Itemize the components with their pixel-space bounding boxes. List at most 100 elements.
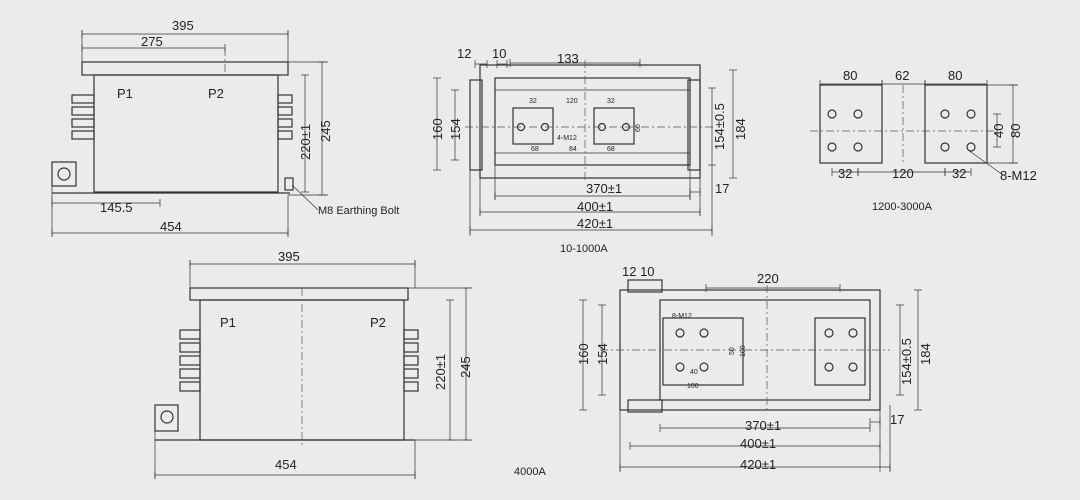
dim-12: 12 <box>457 46 471 61</box>
bolt-hole <box>940 109 950 119</box>
terminal-plate <box>819 84 883 164</box>
label-earthing-bolt: M8 Earthing Bolt <box>318 205 399 217</box>
dim-154-tol: 154±0.5 <box>712 103 727 150</box>
earth-bolt <box>160 410 174 424</box>
dim-80c: 80 <box>1008 124 1023 138</box>
insulator-rib <box>403 381 419 392</box>
insulator-rib <box>71 106 95 116</box>
terminal-plate <box>662 317 744 386</box>
bolt-hole <box>853 142 863 152</box>
thread-label: 4-M12 <box>557 135 577 142</box>
inner-frame <box>494 77 691 166</box>
dim-120: 120 <box>892 166 914 181</box>
dim-120: 120 <box>566 98 578 105</box>
bolt-hole <box>827 142 837 152</box>
insulator-rib <box>277 106 293 116</box>
dim-40: 40 <box>991 124 1006 138</box>
dim-84: 84 <box>569 146 577 153</box>
terminal-plate <box>814 317 866 386</box>
bolt-hole <box>966 142 976 152</box>
insulator-rib <box>277 118 293 128</box>
terminal-plate <box>512 107 554 145</box>
dim-370: 370±1 <box>745 418 781 433</box>
caption: 1200-3000A <box>872 201 933 213</box>
insulator-rib <box>403 368 419 379</box>
dim-154: 154 <box>448 118 463 140</box>
drawing-lines <box>51 30 1018 479</box>
insulator-rib <box>403 342 419 353</box>
terminal-plate <box>924 84 988 164</box>
dim-width-p2: 275 <box>141 34 163 49</box>
terminal-view-1200-3000a: 80 62 80 40 80 32 120 32 8-M12 1200-3000… <box>838 68 1037 213</box>
dim-80b: 80 <box>948 68 962 83</box>
end-bracket <box>627 279 663 293</box>
dim-62: 62 <box>895 68 909 83</box>
dim-154-tol: 154±0.5 <box>899 338 914 385</box>
dim-base-length: 454 <box>160 219 182 234</box>
insulator-rib <box>277 130 293 140</box>
bolt-hole <box>675 362 685 372</box>
drawing-line <box>291 184 319 211</box>
insulator-rib <box>71 94 95 104</box>
dim-154: 154 <box>595 343 610 365</box>
bolt-hole <box>824 362 834 372</box>
end-bracket <box>627 399 663 413</box>
plan-view-10-1000a: 12 10 133 160 154 32 120 32 4-M12 60 68 … <box>430 46 748 255</box>
insulator-rib <box>179 381 201 392</box>
label-p1: P1 <box>220 315 236 330</box>
label-p2: P2 <box>208 86 224 101</box>
bolt-hole <box>699 328 709 338</box>
earth-bolt <box>57 167 71 181</box>
dim-420: 420±1 <box>740 457 776 472</box>
thread-label: 8-M12 <box>672 313 692 320</box>
dim-40: 40 <box>690 369 698 376</box>
dim-17: 17 <box>715 181 729 196</box>
dim-220: 220 <box>757 271 779 286</box>
earth-terminal <box>51 161 77 187</box>
front-view-4000a: 395 P1 P2 220±1 245 454 4000A <box>220 249 546 478</box>
drawing-line <box>967 149 1004 176</box>
bolt-hole <box>675 328 685 338</box>
dim-184: 184 <box>733 118 748 140</box>
bolt-hole <box>848 362 858 372</box>
insulator-rib <box>403 355 419 366</box>
label-p1: P1 <box>117 86 133 101</box>
bolt-hole <box>699 362 709 372</box>
top-plate <box>189 287 409 301</box>
dim-160: 160 <box>576 343 591 365</box>
bolt-hole <box>848 328 858 338</box>
dim-height-inner: 220±1 <box>433 354 448 390</box>
dim-bolt-offset: 145.5 <box>100 200 133 215</box>
dim-68a: 68 <box>531 146 539 153</box>
insulator-rib <box>179 329 201 340</box>
caption: 4000A <box>514 466 546 478</box>
dim-60: 60 <box>635 124 642 132</box>
bolt-hole <box>853 109 863 119</box>
dim-width-overall: 395 <box>172 18 194 33</box>
dim-68b: 68 <box>607 146 615 153</box>
dim-width-overall: 395 <box>278 249 300 264</box>
insulator-rib <box>179 368 201 379</box>
plan-view-4000a: 12 10 220 160 154 8-M12 50 100 40 100 15… <box>576 264 933 472</box>
dim-32b: 32 <box>952 166 966 181</box>
earth-terminal <box>154 404 179 432</box>
dim-100-vertical: 100 <box>740 345 747 357</box>
caption: 10-1000A <box>560 243 608 255</box>
dim-133: 133 <box>557 51 579 66</box>
dim-400: 400±1 <box>740 436 776 451</box>
insulator-rib <box>71 130 95 140</box>
insulator-rib <box>71 118 95 128</box>
bolt-hole <box>827 109 837 119</box>
dim-160: 160 <box>430 118 445 140</box>
dim-10: 10 <box>492 46 506 61</box>
end-bracket <box>469 79 483 171</box>
dim-32a: 32 <box>529 98 537 105</box>
insulator-rib <box>179 342 201 353</box>
dim-height-overall: 245 <box>458 356 473 378</box>
label-p2: P2 <box>370 315 386 330</box>
thread-label: 8-M12 <box>1000 168 1037 183</box>
bolt-hole <box>940 142 950 152</box>
insulator-rib <box>277 94 293 104</box>
dim-17: 17 <box>890 412 904 427</box>
